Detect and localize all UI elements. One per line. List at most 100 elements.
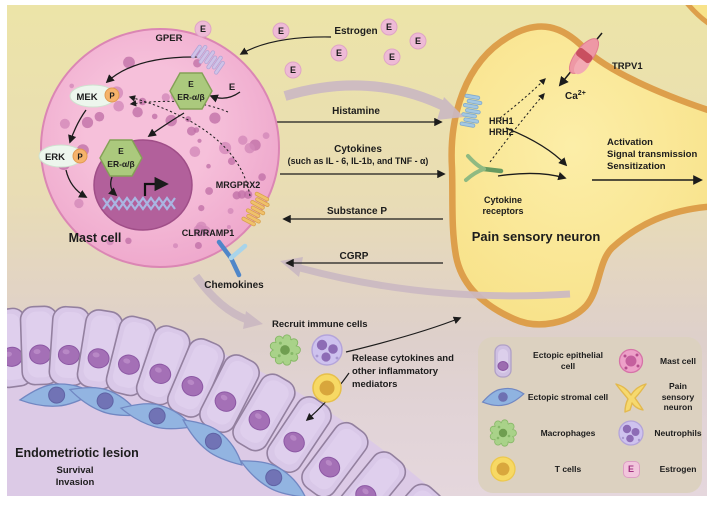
er-e-label: E xyxy=(188,79,194,89)
estrogen-icon: E xyxy=(383,48,401,66)
estrogen-label: Estrogen xyxy=(334,26,377,37)
dna-icon xyxy=(102,196,176,211)
mast-internal-arrows xyxy=(65,56,241,198)
mek-erk-arrow xyxy=(68,109,87,144)
lesion-invasion-label: Invasion xyxy=(56,477,95,488)
release-label-2: other inflammatory xyxy=(352,366,439,377)
ectopic-epithelial-cells xyxy=(7,305,445,496)
er-label: ER-α/β xyxy=(107,159,134,169)
mek-p-label: P xyxy=(109,92,115,101)
free-estrogen-label: E xyxy=(229,82,235,93)
chemokines-label: Chemokines xyxy=(204,280,264,291)
lesion-title: Endometriotic lesion xyxy=(15,446,139,460)
estrogen-icon: E xyxy=(622,460,640,478)
svg-text:E: E xyxy=(200,24,206,34)
erk-molecule: ERK P xyxy=(38,144,88,168)
estrogen-icon: E xyxy=(272,22,290,40)
hrh1-label: HRH1 xyxy=(489,116,514,126)
neuron-to-mast-arrow xyxy=(299,264,571,300)
neuron-process-corner xyxy=(685,5,707,26)
substance-p-label: Substance P xyxy=(327,206,387,217)
release-label-3: mediators xyxy=(352,379,397,390)
legend-label: Estrogen xyxy=(659,463,697,474)
trpv1-channel-icon xyxy=(568,38,600,75)
mast-to-neuron-arrowhead xyxy=(437,97,464,120)
mrgprx2-mek-dotted-arrow xyxy=(128,95,251,197)
calcium-label: Ca2+ xyxy=(565,90,586,102)
e-to-er-arrow xyxy=(209,91,241,103)
release-label-1: Release cytokines and xyxy=(352,353,454,364)
clr-ramp1-receptor-icon xyxy=(216,239,248,278)
t-cell-icon xyxy=(312,373,342,403)
erk-label: ERK xyxy=(45,152,65,163)
svg-text:E: E xyxy=(415,36,421,46)
legend-label: Ectopic epithelial cell xyxy=(533,350,603,371)
erk-phosphate-icon xyxy=(72,148,88,164)
cells-to-neuron-arrow xyxy=(345,316,462,353)
cytokine-trpv1-dotted-arrow xyxy=(489,93,545,163)
effect-signal-transmission: Signal transmission xyxy=(607,149,697,160)
cytokine-signal-arrow xyxy=(497,172,567,181)
lesion-survival-label: Survival xyxy=(57,465,94,476)
cytokine-receptors-label-2: receptors xyxy=(482,206,523,216)
cgrp-label: CGRP xyxy=(340,251,369,262)
estrogen-to-gper-arrow xyxy=(239,36,332,55)
gper-mek-arrow xyxy=(105,56,199,84)
cytokine-receptors-label-1: Cytokine xyxy=(484,195,522,205)
svg-text:E: E xyxy=(290,65,296,75)
clr-ramp1-label: CLR/RAMP1 xyxy=(182,228,235,238)
estrogen-icon: E xyxy=(330,44,348,62)
effect-sensitization: Sensitization xyxy=(607,161,666,172)
mast-cell: MEK P ERK P E ER-α/β E ER-α/β GP xyxy=(38,28,280,278)
mediators: Estrogen Histamine Cytokines (such as IL… xyxy=(204,26,446,291)
transcription-arrow xyxy=(143,176,169,196)
recruit-arrow xyxy=(192,273,250,324)
gper-label: GPER xyxy=(156,33,183,44)
cytokines-label: Cytokines xyxy=(334,144,382,155)
legend-label: T cells xyxy=(554,463,582,474)
er-receptor-nucleus: E ER-α/β xyxy=(99,139,143,177)
t-cells-icon xyxy=(490,456,516,482)
mrgprx2-label: MRGPRX2 xyxy=(216,180,261,190)
endometriotic-lesion: Endometriotic lesion Survival Invasion xyxy=(7,305,445,496)
svg-text:E: E xyxy=(336,48,342,58)
mast-cell-icon xyxy=(618,348,644,374)
legend-label: Ectopic stromal cell xyxy=(527,391,609,402)
immune-cell-zone: Recruit immune cells Release cytokines a… xyxy=(269,316,462,422)
pain-sensory-neuron-icon xyxy=(615,383,647,413)
neuron-body xyxy=(448,23,707,328)
pain-sensory-neuron: TRPV1 Ca2+ HRH1 HRH2 Cytokine receptors … xyxy=(448,5,707,328)
hrh-trpv1-dotted-arrow xyxy=(499,78,546,119)
cytokine-receptor-icon xyxy=(464,154,504,182)
mek-phosphate-icon xyxy=(104,87,120,103)
recruit-label: Recruit immune cells xyxy=(272,319,368,330)
estrogen-icon: E xyxy=(284,61,302,79)
legend-panel: Ectopic epithelial cell Mast cell Ectopi… xyxy=(478,337,702,493)
neutrophils-icon xyxy=(618,420,644,446)
er-receptor-cytoplasm: E ER-α/β xyxy=(169,72,213,110)
diagram-svg: Endometriotic lesion Survival Invasion T… xyxy=(7,5,707,496)
histamine-label: Histamine xyxy=(332,106,380,117)
legend-label: Macrophages xyxy=(540,427,596,438)
er-label: ER-α/β xyxy=(177,92,204,102)
trpv1-label: TRPV1 xyxy=(612,61,643,72)
ectopic-stromal-cell-icon xyxy=(481,387,525,407)
hrh2-label: HRH2 xyxy=(489,127,514,137)
estrogen-icon: E xyxy=(409,32,427,50)
erk-p-label: P xyxy=(77,153,83,162)
svg-text:E: E xyxy=(278,26,284,36)
svg-text:E: E xyxy=(389,52,395,62)
svg-text:E: E xyxy=(386,22,392,32)
estrogen-icon: E xyxy=(380,18,398,36)
diagram-canvas: Endometriotic lesion Survival Invasion T… xyxy=(7,5,707,496)
legend-label: Neutrophils xyxy=(654,427,702,438)
mek-molecule: MEK P xyxy=(69,84,120,108)
effect-activation: Activation xyxy=(607,137,653,148)
macrophages-icon xyxy=(489,419,517,447)
neutrophil-icon xyxy=(311,334,343,366)
legend-label: Pain sensory neuron xyxy=(661,381,695,413)
cytokines-detail-label: (such as IL - 6, IL-1b, and TNF - α) xyxy=(288,156,429,166)
mast-cell-title: Mast cell xyxy=(69,231,122,245)
legend-label: Mast cell xyxy=(660,355,696,366)
